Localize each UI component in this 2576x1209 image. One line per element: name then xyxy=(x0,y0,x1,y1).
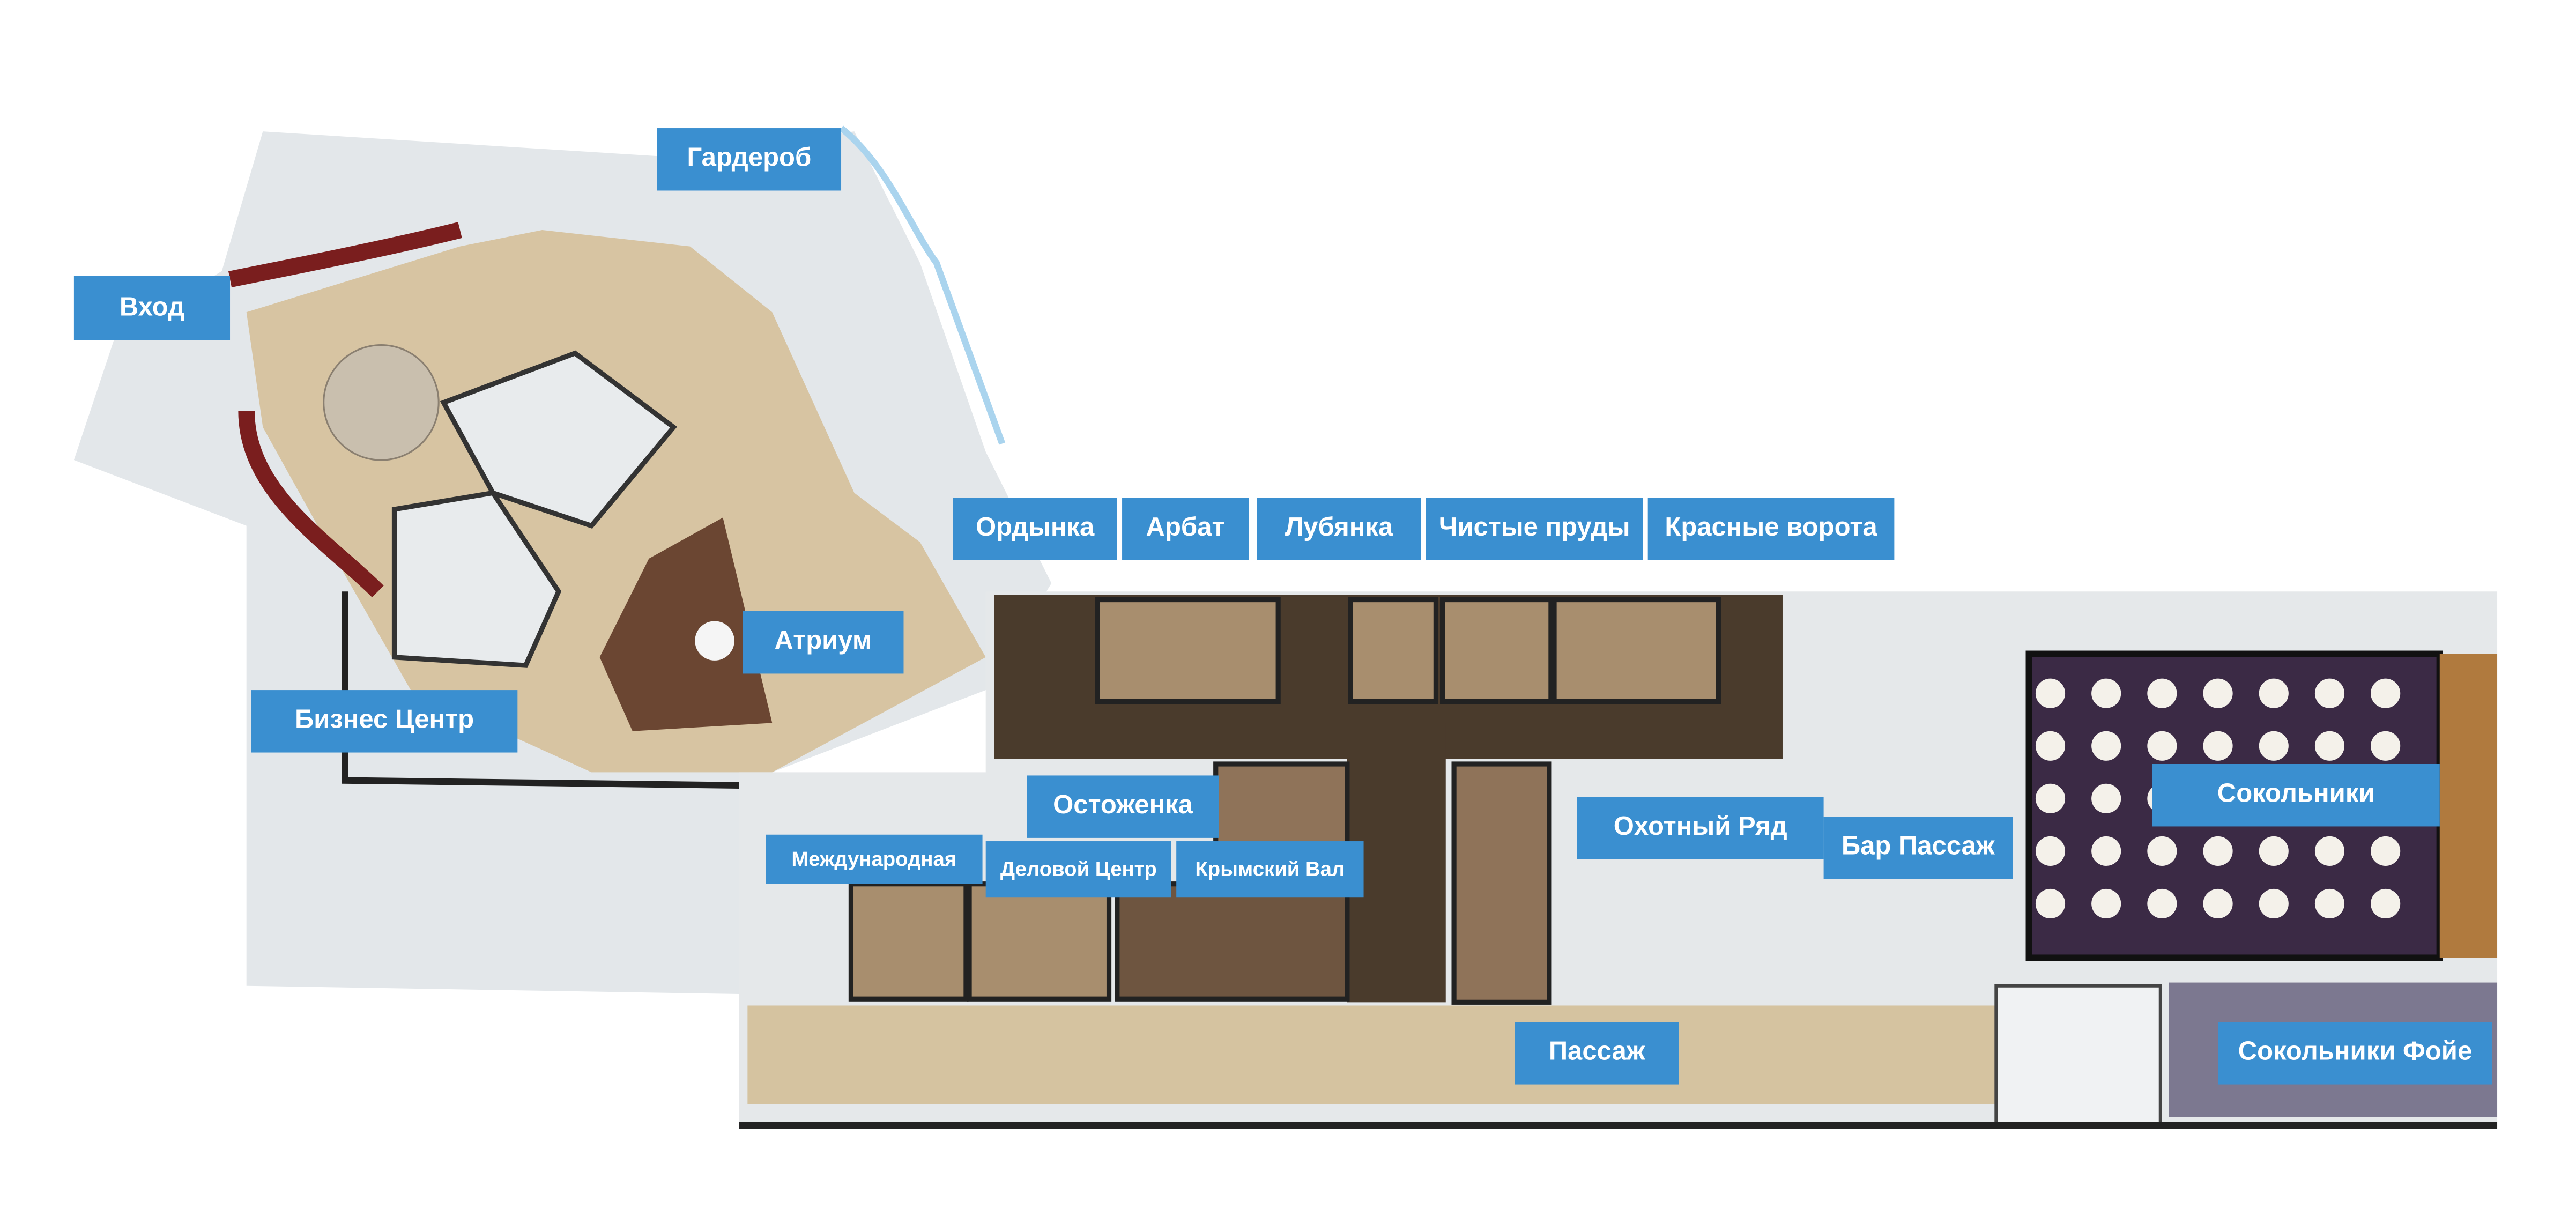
west-wall xyxy=(342,591,740,789)
room-label-atrium[interactable]: Атриум xyxy=(743,611,904,674)
room-label-biznes-centr[interactable]: Бизнес Центр xyxy=(251,690,518,753)
room-label-delovoy-centr[interactable]: Деловой Центр xyxy=(985,841,1171,898)
banquet-table xyxy=(2371,678,2401,708)
room-label-garderob[interactable]: Гардероб xyxy=(657,128,842,191)
room-chistye xyxy=(1440,597,1554,704)
banquet-table xyxy=(2091,836,2121,866)
banquet-table xyxy=(2035,836,2066,866)
banquet-table xyxy=(2314,678,2345,708)
banquet-table xyxy=(2035,783,2066,813)
banquet-table xyxy=(2314,731,2345,761)
right-edge-glass xyxy=(839,125,1006,445)
banquet-table xyxy=(2314,836,2345,866)
banquet-table xyxy=(2203,836,2233,866)
banquet-table xyxy=(2259,731,2289,761)
banquet-table xyxy=(2035,731,2066,761)
banquet-table xyxy=(2091,888,2121,919)
banquet-table xyxy=(2147,731,2177,761)
room-ordynka xyxy=(1095,597,1281,704)
banquet-table xyxy=(2371,888,2401,919)
banquet-table xyxy=(2371,836,2401,866)
room-label-passazh[interactable]: Пассаж xyxy=(1515,1022,1679,1085)
banquet-table xyxy=(2203,731,2233,761)
inner-block-1 xyxy=(440,350,678,529)
room-krymsky xyxy=(1115,881,1350,1002)
plaza-circle xyxy=(323,344,440,461)
banquet-table xyxy=(2259,678,2289,708)
banquet-table xyxy=(2147,678,2177,708)
room-label-bar-passazh[interactable]: Бар Пассаж xyxy=(1823,817,2013,879)
room-label-arbat[interactable]: Арбат xyxy=(1122,498,1249,560)
room-label-okhotny-ryad[interactable]: Охотный Ряд xyxy=(1577,797,1824,859)
banquet-table xyxy=(2314,888,2345,919)
room-label-ordynka[interactable]: Ордынка xyxy=(953,498,1117,560)
room-delovoy xyxy=(967,881,1112,1002)
inner-block-2 xyxy=(391,490,562,668)
atrium-fountain xyxy=(695,621,734,661)
banquet-table xyxy=(2091,783,2121,813)
banquet-table xyxy=(2259,836,2289,866)
banquet-table xyxy=(2203,888,2233,919)
banquet-table xyxy=(2035,678,2066,708)
room-label-ostozhenka[interactable]: Остоженка xyxy=(1027,775,1219,838)
banquet-table xyxy=(2147,888,2177,919)
passage-floor xyxy=(747,1005,1996,1104)
banquet-table xyxy=(2035,888,2066,919)
room-label-chistye-prudy[interactable]: Чистые пруды xyxy=(1426,498,1643,560)
room-label-sokolniki-foye[interactable]: Сокольники Фойе xyxy=(2218,1022,2492,1085)
banquet-table xyxy=(2147,836,2177,866)
room-label-krymsky-val[interactable]: Крымский Вал xyxy=(1176,841,1364,898)
room-label-krasnye-vorota[interactable]: Красные ворота xyxy=(1647,498,1895,560)
entrance-wall xyxy=(228,222,462,598)
room-label-vhod[interactable]: Вход xyxy=(73,276,231,340)
room-label-sokolniki[interactable]: Сокольники xyxy=(2152,763,2440,827)
room-lubyanka xyxy=(1348,597,1438,704)
banquet-table xyxy=(2203,678,2233,708)
room-vertical xyxy=(1451,761,1552,1005)
banquet-table xyxy=(2091,731,2121,761)
banquet-table xyxy=(2371,731,2401,761)
banquet-table xyxy=(2259,888,2289,919)
room-krasnye xyxy=(1551,597,1721,704)
room-label-mezhdunarodnaya[interactable]: Международная xyxy=(766,834,983,884)
east-block xyxy=(1994,984,2162,1128)
banquet-table xyxy=(2091,678,2121,708)
room-mezhdunarodnaya xyxy=(848,881,969,1002)
room-label-lubyanka[interactable]: Лубянка xyxy=(1257,498,1421,560)
sokolniki-stage xyxy=(2439,654,2498,958)
